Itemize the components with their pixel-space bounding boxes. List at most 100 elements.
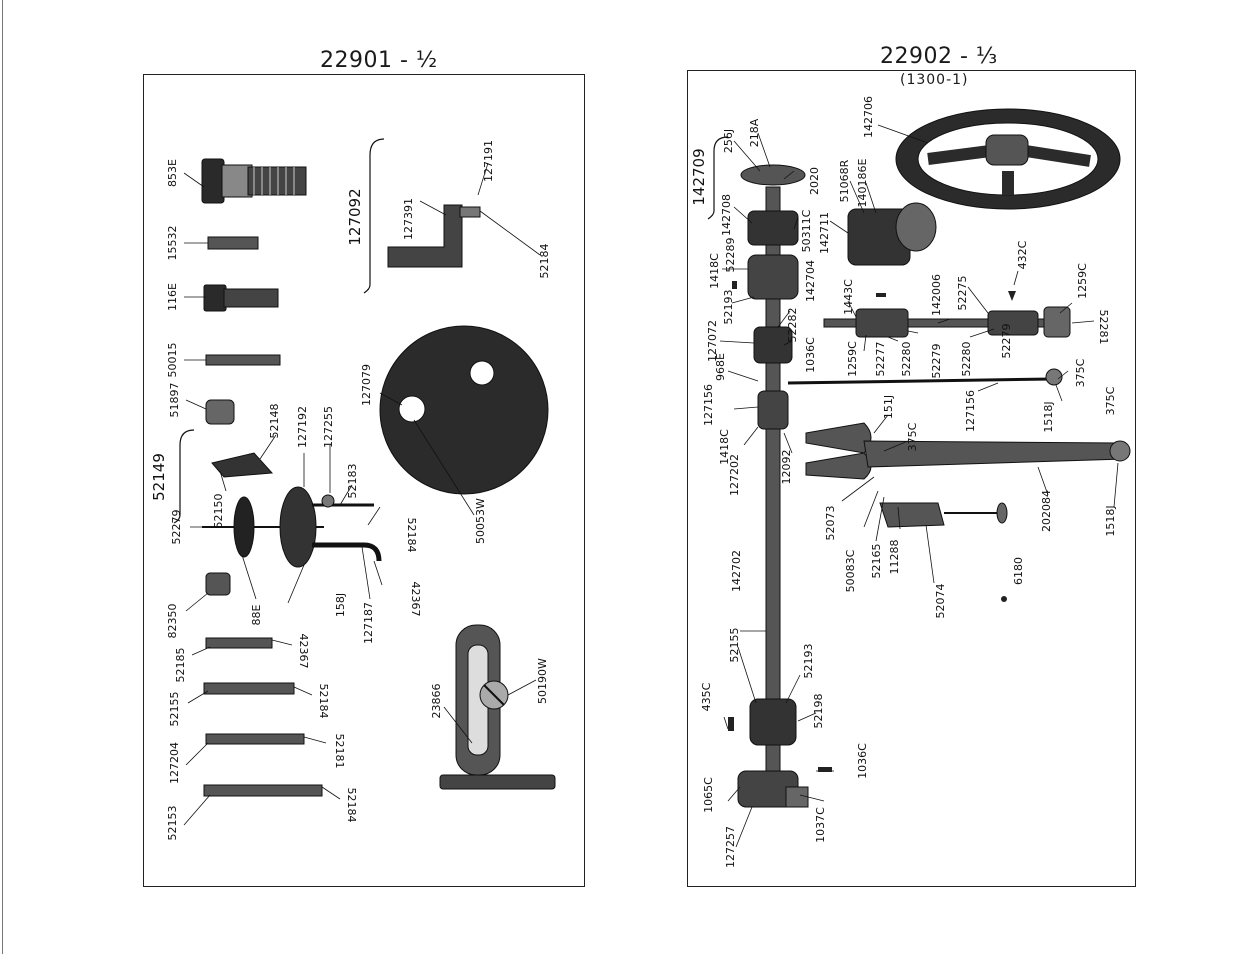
label-52183: 52183 (346, 464, 359, 499)
label-52193: 52193 (722, 290, 735, 325)
spring-52155-part (203, 682, 295, 695)
label-50311c: 50311C (800, 209, 813, 252)
spring-127072-part (753, 326, 793, 364)
label-50190w: 50190W (536, 658, 549, 704)
label-127187: 127187 (362, 602, 375, 644)
label-52150: 52150 (212, 494, 225, 529)
label-1518j-b: 1518J (1104, 505, 1117, 536)
label-50015: 50015 (166, 343, 179, 378)
label-1418c: 1418C (708, 253, 721, 289)
label-2020: 2020 (808, 167, 821, 195)
label-52185: 52185 (174, 648, 187, 683)
right-plate-subtitle: (1300-1) (900, 72, 969, 88)
leader-lines (183, 162, 541, 826)
housing-127192-part (279, 486, 317, 568)
label-52281: 52281 (1097, 310, 1110, 345)
spring-52185-part (205, 637, 273, 649)
label-6180: 6180 (1012, 557, 1025, 585)
label-52184-d: 52184 (538, 244, 551, 279)
sleeve-52277-part (855, 308, 909, 338)
label-52279: 52279 (930, 344, 943, 379)
label-52153: 52153 (166, 806, 179, 841)
bracket-127391-part (387, 204, 463, 268)
label-51068r: 51068R (838, 159, 851, 202)
nut-52281-part (1043, 306, 1071, 338)
label-52181: 52181 (333, 734, 346, 769)
label-52279: 52279 (170, 510, 183, 545)
group-bracket (707, 136, 729, 220)
label-52165: 52165 (870, 544, 883, 579)
label-127391: 127391 (402, 198, 415, 240)
label-52184-b: 52184 (317, 684, 330, 719)
left-plate-title: 22901 - ½ (320, 48, 438, 73)
label-52282: 52282 (786, 308, 799, 343)
label-52279-b: 52279 (1000, 324, 1013, 359)
label-127079: 127079 (360, 364, 373, 406)
label-50053w: 50053W (474, 498, 487, 544)
bolt-853e-part (201, 158, 307, 204)
label-1036c: 1036C (804, 337, 817, 373)
spring-52153-part (203, 784, 323, 797)
label-158j: 158J (334, 593, 347, 617)
group-brackets (173, 138, 385, 524)
label-1518j: 1518J (1042, 401, 1055, 432)
screw-116e-part (203, 284, 279, 312)
label-52277: 52277 (874, 342, 887, 377)
label-142006: 142006 (930, 274, 943, 316)
group-label-127092: 127092 (346, 188, 364, 245)
label-52155: 52155 (168, 692, 181, 727)
gauge-23866-part (439, 624, 556, 790)
label-142711: 142711 (818, 212, 831, 254)
label-127255: 127255 (322, 406, 335, 448)
label-142708: 142708 (720, 194, 733, 236)
label-23866: 23866 (430, 684, 443, 719)
label-853e: 853E (166, 159, 179, 187)
label-375c-b: 375C (1104, 386, 1117, 415)
label-256j: 256J (722, 129, 735, 153)
label-127192: 127192 (296, 406, 309, 448)
label-968e: 968E (714, 353, 727, 381)
label-50083c: 50083C (844, 549, 857, 592)
label-127202: 127202 (728, 454, 741, 496)
label-375c: 375C (1074, 358, 1087, 387)
label-52155: 52155 (728, 628, 741, 663)
sleeve-52279-part (987, 310, 1039, 336)
label-127257: 127257 (724, 826, 737, 868)
clutch-142704-part (747, 254, 799, 300)
small-parts (728, 281, 1016, 772)
label-151j: 151J (882, 395, 895, 419)
spring-127204-part (205, 733, 305, 745)
label-140186e: 140186E (856, 158, 869, 207)
label-15532: 15532 (166, 226, 179, 261)
label-1065c: 1065C (702, 777, 715, 813)
label-142706: 142706 (862, 96, 875, 138)
gear-256j-part (740, 164, 806, 186)
group-label-52149: 52149 (150, 453, 168, 501)
label-42367-b: 42367 (297, 634, 310, 669)
label-52280-b: 52280 (960, 342, 973, 377)
label-52275: 52275 (956, 276, 969, 311)
label-52280: 52280 (900, 342, 913, 377)
label-432c: 432C (1016, 240, 1029, 269)
label-1036c-b: 1036C (856, 743, 869, 779)
fork-lever-202084-part (805, 422, 1131, 480)
label-1443c: 1443C (842, 279, 855, 315)
label-52074: 52074 (934, 584, 947, 619)
rod-127156-part (787, 377, 1053, 385)
bushing-51897-part (205, 399, 235, 425)
label-52148: 52148 (268, 404, 281, 439)
page-edge (2, 0, 3, 954)
spring-127187-part (312, 542, 382, 562)
collar-127202-part (757, 390, 789, 430)
disc-127079-part (379, 325, 549, 495)
label-142704: 142704 (804, 260, 817, 302)
pin-50015-part (205, 354, 281, 366)
label-11288: 11288 (888, 540, 901, 575)
label-375c-c: 375C (906, 422, 919, 451)
right-plate-title: 22902 - ⅓ (880, 44, 998, 69)
right-parts-plate: 142706 218A 256J 2020 142708 50311C 5106… (687, 70, 1136, 887)
lever-52074-part (879, 502, 945, 528)
label-52289: 52289 (724, 238, 737, 273)
label-1418c-b: 1418C (718, 429, 731, 465)
label-127072: 127072 (706, 320, 719, 362)
